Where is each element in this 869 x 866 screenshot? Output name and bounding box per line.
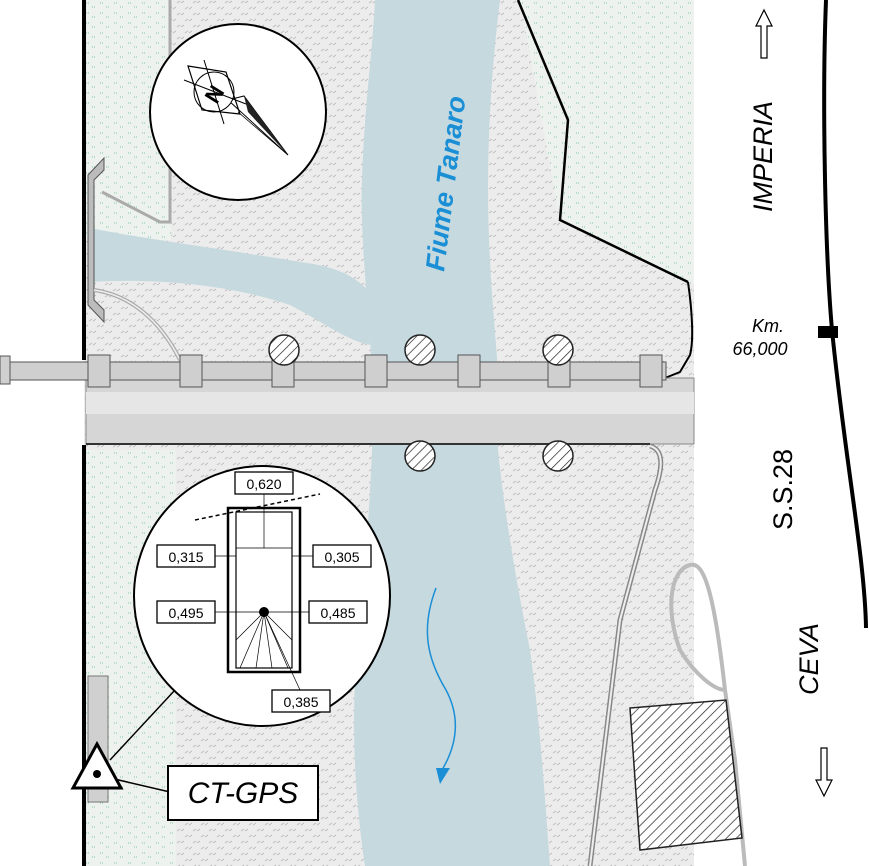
- bridge-deck-highlight: [86, 392, 694, 414]
- km-marker: [818, 326, 838, 338]
- right-bank-edge: [659, 281, 694, 381]
- direction-north-label: IMPERIA: [748, 101, 778, 212]
- bridge-pier: [542, 334, 574, 366]
- svg-text:0,305: 0,305: [324, 549, 359, 565]
- bridge-pier: [404, 334, 436, 366]
- gps-label-box: CT-GPS: [167, 765, 319, 821]
- guardrail-post: [639, 354, 663, 388]
- compass-rose-icon: N: [149, 23, 327, 201]
- leader-line-label: [109, 777, 171, 793]
- bridge-pier: [404, 440, 436, 472]
- state-road-line: [822, 0, 868, 629]
- building: [629, 699, 743, 851]
- svg-text:0,485: 0,485: [320, 605, 355, 621]
- detail-inset: [133, 465, 391, 727]
- guardrail-post: [457, 354, 481, 388]
- flow-arrow-icon: [426, 587, 456, 771]
- road-name-label: S.S.28: [768, 449, 798, 530]
- tributary-channel: [90, 228, 370, 345]
- measure-bottom-box: 0,385: [271, 689, 331, 713]
- measure-right-upper-box: 0,305: [312, 544, 372, 568]
- outlet-pipe-inner: [93, 289, 181, 361]
- svg-text:0,620: 0,620: [246, 476, 281, 492]
- detail-center-point: [259, 607, 269, 617]
- svg-text:0,495: 0,495: [168, 605, 203, 621]
- km-value-label: 66,000: [732, 339, 787, 359]
- guardrail-end: [0, 355, 11, 385]
- direction-south-label: CEVA: [794, 623, 824, 695]
- flow-arrowhead-icon: [436, 768, 450, 784]
- leader-line-inset: [109, 689, 176, 761]
- service-road-inner: [589, 445, 662, 866]
- right-bank-line: [516, 0, 689, 284]
- measure-left-upper-box: 0,315: [156, 544, 216, 568]
- svg-text:CT-GPS: CT-GPS: [188, 777, 299, 810]
- guardrail-post: [179, 354, 203, 388]
- measure-top-box: 0,620: [234, 471, 294, 495]
- guardrail-post: [87, 354, 111, 388]
- measure-right-lower-box: 0,485: [308, 600, 368, 624]
- svg-text:0,385: 0,385: [283, 694, 318, 710]
- vegetation-right-top: [520, 0, 694, 285]
- outlet-structure: [87, 156, 105, 324]
- arrow-up-icon: [755, 8, 773, 59]
- measure-left-lower-box: 0,495: [156, 600, 216, 624]
- arrow-down-icon: [815, 747, 833, 798]
- bridge-pier: [268, 334, 300, 366]
- gps-station-icon: [70, 740, 124, 790]
- bridge-pier: [542, 440, 574, 472]
- svg-text:0,315: 0,315: [168, 549, 203, 565]
- km-label: Km.: [752, 316, 784, 336]
- loop-path: [669, 562, 747, 866]
- guardrail-post: [364, 354, 388, 388]
